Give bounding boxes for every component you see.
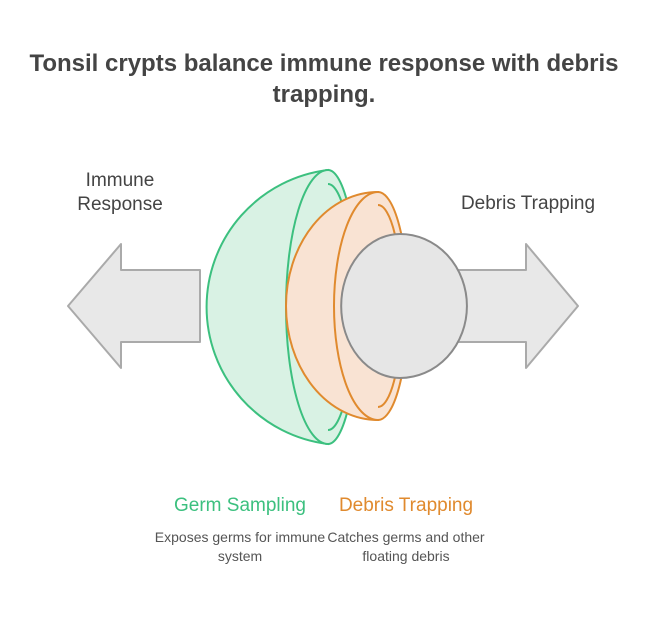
- germ-sampling-heading: Germ Sampling: [174, 495, 306, 516]
- debris-trapping-label: Debris Trapping: [460, 193, 596, 214]
- debris-sphere: [340, 232, 468, 380]
- left-arrow: [67, 243, 201, 369]
- diagram-title: Tonsil crypts balance immune response wi…: [29, 50, 619, 108]
- debris-trapping-heading: Debris Trapping: [338, 495, 474, 516]
- debris-trapping-description: Catches germs and other floating debris: [327, 529, 485, 564]
- germ-sampling-description: Exposes germs for immune system: [154, 529, 326, 564]
- immune-response-label: Immune Response: [77, 170, 163, 215]
